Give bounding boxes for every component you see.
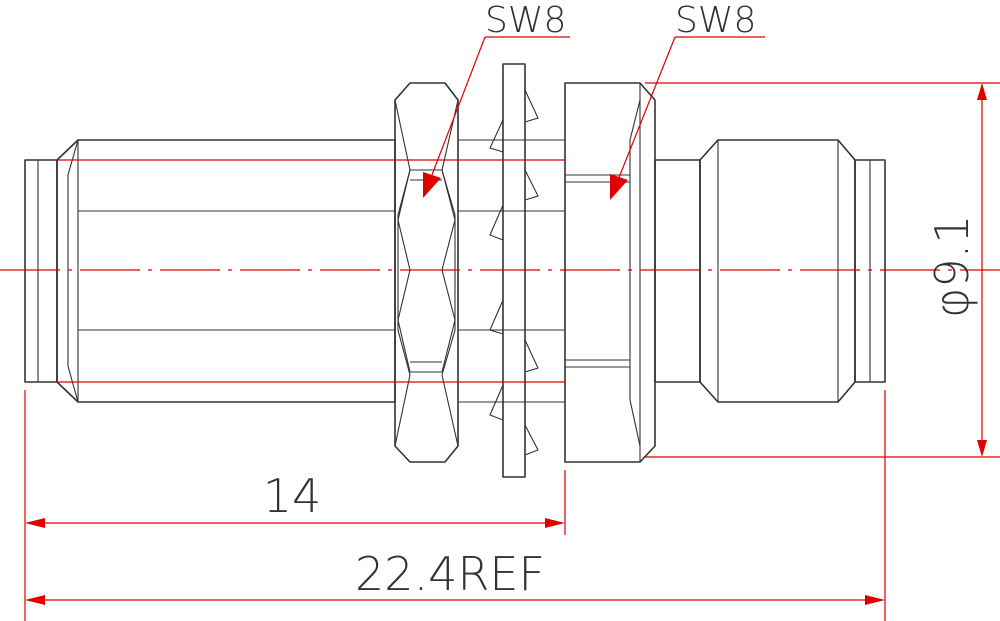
left-end-flange <box>24 159 58 383</box>
length-total-label: 22.4REF <box>355 547 545 601</box>
length-mount-label: 14 <box>263 469 322 523</box>
right-wrench-callout <box>610 36 765 200</box>
right-body <box>654 139 886 403</box>
diameter-dimension <box>645 82 1000 458</box>
diameter-label: φ9.1 <box>925 215 979 319</box>
left-hex-nut <box>394 82 459 463</box>
right-hex-flange <box>564 82 656 463</box>
centerline <box>0 159 1000 383</box>
right-wrench-label: SW8 <box>675 0 756 41</box>
thread-section <box>458 139 565 403</box>
left-wrench-callout <box>423 36 570 198</box>
left-wrench-label: SW8 <box>485 0 566 41</box>
left-hex-body <box>56 139 396 403</box>
left-body <box>24 139 396 403</box>
length-dimensions <box>24 390 886 621</box>
